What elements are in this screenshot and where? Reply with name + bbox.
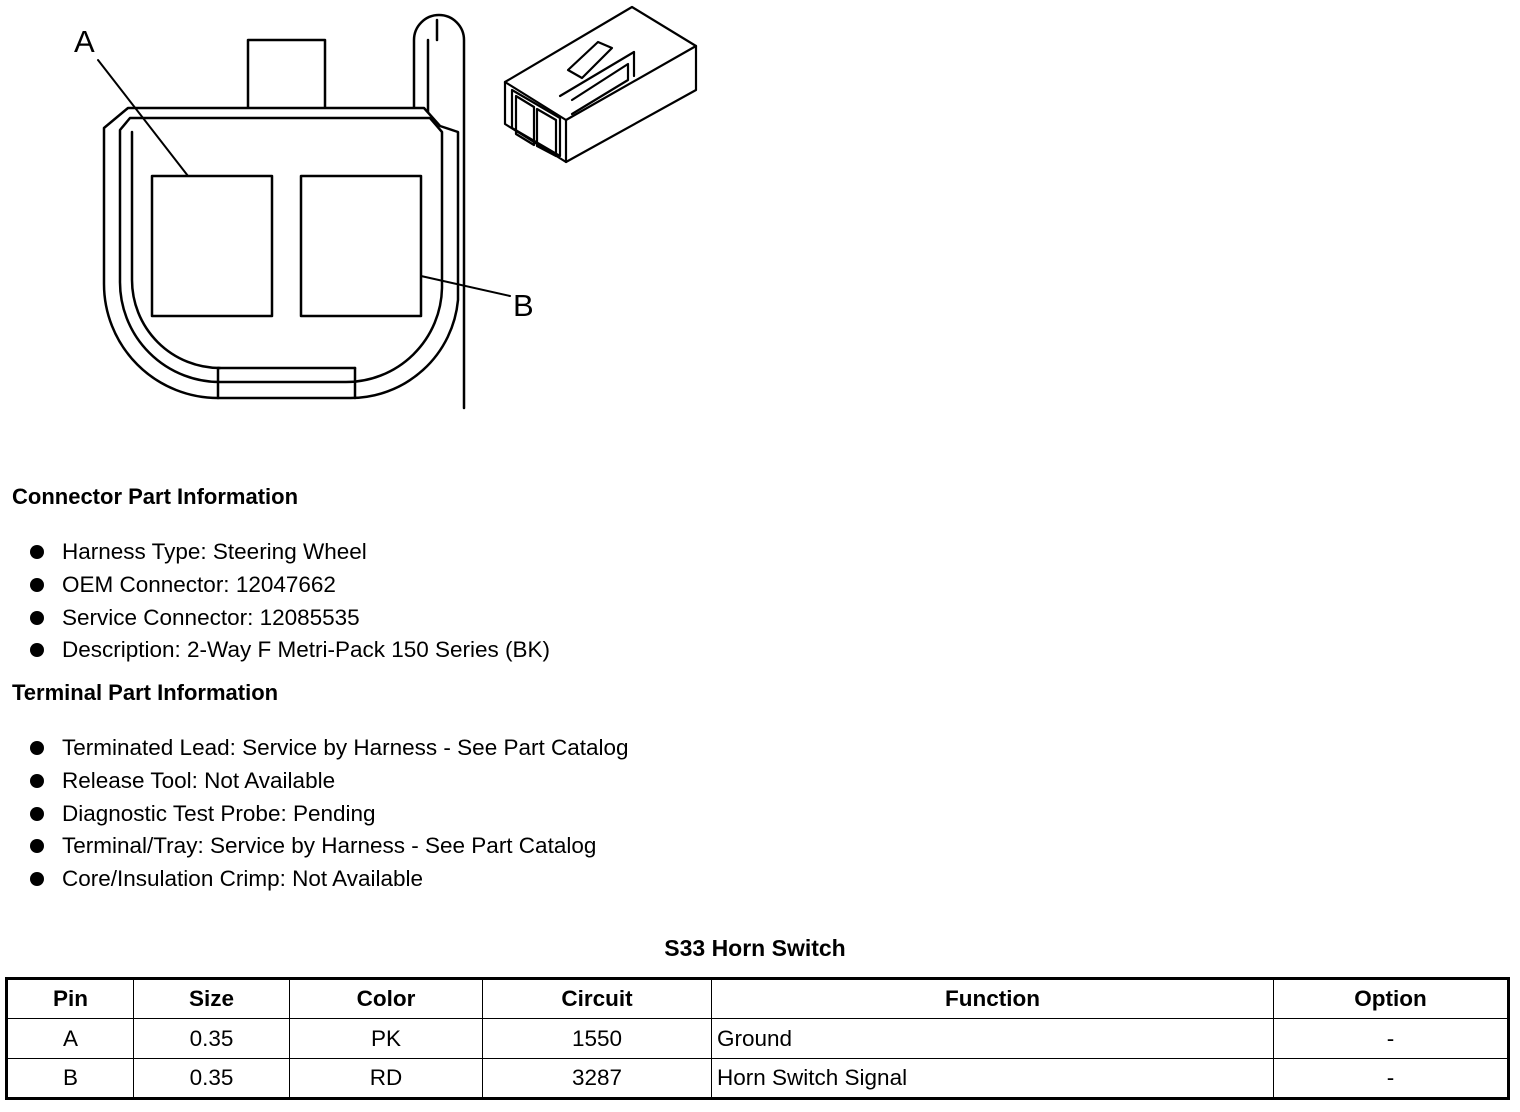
cell-color: RD — [289, 1058, 483, 1099]
bullet-icon — [30, 741, 44, 755]
cell-pin: A — [6, 1018, 134, 1059]
bullet-icon — [30, 839, 44, 854]
cell-color: PK — [289, 1018, 483, 1059]
cavity-a — [150, 174, 274, 318]
list-item: OEM Connector: 12047662 — [30, 569, 550, 602]
leader-line-b — [420, 275, 511, 297]
bullet-icon — [30, 577, 44, 592]
cell-size: 0.35 — [133, 1018, 290, 1059]
list-item: Service Connector: 12085535 — [30, 602, 550, 635]
terminal-info-list: Terminated Lead: Service by Harness - Se… — [30, 732, 629, 896]
cell-size: 0.35 — [133, 1058, 290, 1099]
column-header-function: Function — [711, 978, 1274, 1019]
cell-function: Ground — [711, 1018, 1274, 1059]
pin-table: Pin Size Color Circuit Function Option A… — [5, 977, 1510, 1100]
label-a: A — [74, 24, 95, 59]
bullet-icon — [30, 806, 44, 821]
column-header-circuit: Circuit — [482, 978, 712, 1019]
bullet-icon — [30, 545, 44, 559]
bullet-icon — [30, 773, 44, 788]
cell-circuit: 3287 — [482, 1058, 712, 1099]
connector-diagram: A B — [74, 5, 698, 410]
column-header-size: Size — [133, 978, 290, 1019]
connector-info-heading: Connector Part Information — [12, 484, 299, 509]
cell-function: Horn Switch Signal — [711, 1058, 1274, 1099]
cavity-b — [299, 174, 423, 318]
bullet-icon — [30, 610, 44, 625]
table-header-row: Pin Size Color Circuit Function Option — [6, 978, 1509, 1019]
leader-line-a — [97, 59, 189, 177]
list-item: Diagnostic Test Probe: Pending — [30, 798, 629, 831]
list-item: Terminal/Tray: Service by Harness - See … — [30, 830, 629, 863]
column-header-option: Option — [1273, 978, 1509, 1019]
table-title: S33 Horn Switch — [664, 935, 846, 961]
list-item: Harness Type: Steering Wheel — [30, 536, 550, 569]
connector-3d-view — [503, 5, 698, 164]
connector-latch-post — [412, 13, 466, 410]
list-item: Core/Insulation Crimp: Not Available — [30, 863, 629, 896]
cell-pin: B — [6, 1058, 134, 1099]
cell-circuit: 1550 — [482, 1018, 712, 1059]
table-row: B 0.35 RD 3287 Horn Switch Signal - — [6, 1058, 1509, 1099]
list-item: Terminated Lead: Service by Harness - Se… — [30, 732, 629, 765]
cell-option: - — [1273, 1058, 1509, 1099]
connector-info-list: Harness Type: Steering Wheel OEM Connect… — [30, 536, 550, 667]
label-b: B — [513, 288, 534, 323]
table-row: A 0.35 PK 1550 Ground - — [6, 1018, 1509, 1059]
list-item: Release Tool: Not Available — [30, 765, 629, 798]
terminal-info-heading: Terminal Part Information — [12, 680, 279, 705]
cell-option: - — [1273, 1018, 1509, 1059]
connector-top-tab — [246, 38, 327, 114]
bullet-icon — [30, 872, 44, 887]
list-item: Description: 2-Way F Metri-Pack 150 Seri… — [30, 634, 550, 667]
column-header-pin: Pin — [6, 978, 134, 1019]
bullet-icon — [30, 643, 44, 658]
column-header-color: Color — [289, 978, 483, 1019]
